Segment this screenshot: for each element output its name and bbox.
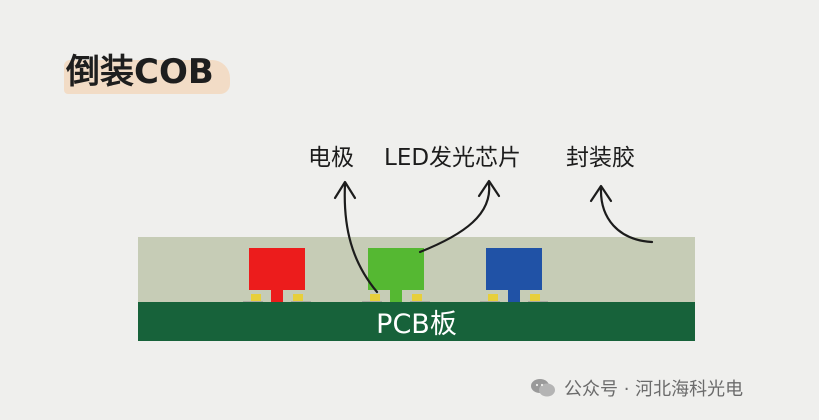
led-chip-arrowhead	[477, 179, 501, 198]
electrode-pad	[412, 294, 422, 302]
chip-blue-body	[486, 248, 542, 290]
chip-red-body	[249, 248, 305, 290]
pcb-label: PCB板	[376, 309, 457, 340]
electrode-pad	[293, 294, 303, 302]
label-encapsulant: 封装胶	[566, 145, 635, 171]
label-electrode: 电极	[308, 145, 354, 171]
diagram-title: 倒装COB	[66, 52, 214, 92]
chip-green-stem	[390, 290, 402, 302]
pcb-board: PCB板	[138, 302, 695, 341]
footer-text: 公众号 · 河北海科光电	[564, 379, 744, 400]
chip-green-body	[368, 248, 424, 290]
electrode-pad	[530, 294, 540, 302]
footer-watermark: 公众号 · 河北海科光电	[530, 375, 743, 401]
led-chip-arrow	[418, 182, 491, 254]
chip-red-stem	[271, 290, 283, 302]
wechat-icon	[530, 378, 556, 398]
chip-blue-stem	[508, 290, 520, 302]
label-led-chip: LED发光芯片	[384, 145, 522, 171]
encapsulant-arrowhead	[589, 184, 613, 203]
title-highlight	[64, 60, 230, 94]
electrode-pad	[488, 294, 498, 302]
electrode-arrowhead	[333, 180, 357, 200]
title-block: 倒装COB	[56, 40, 232, 96]
electrode-pad	[251, 294, 261, 302]
encapsulant-arrow	[599, 186, 654, 244]
electrode-arrow	[343, 182, 379, 294]
electrode-pad	[370, 294, 380, 302]
